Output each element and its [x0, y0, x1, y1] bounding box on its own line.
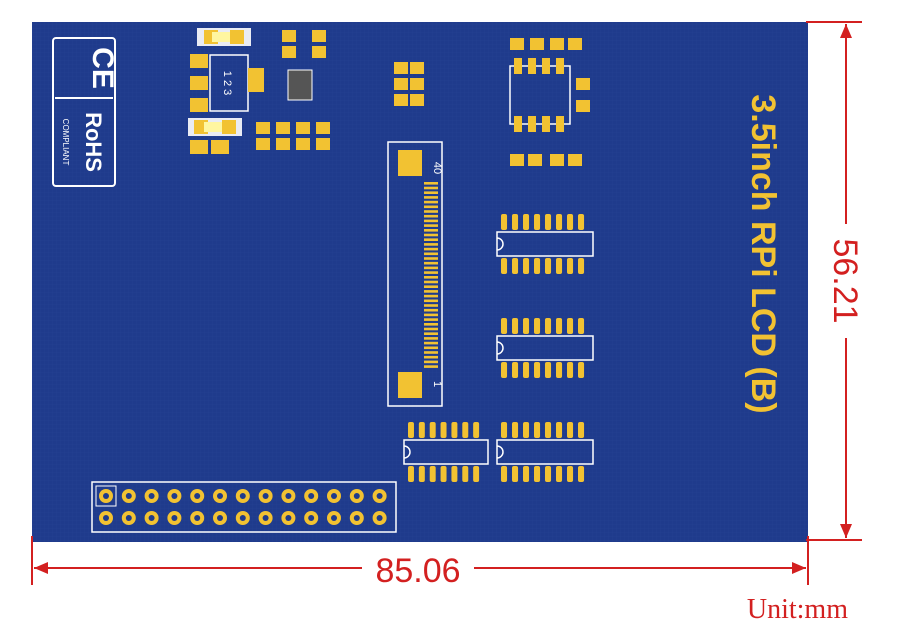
rohs-mark: RoHS [81, 112, 106, 172]
rohs-compliant-label: COMPLIANT [61, 119, 70, 166]
fpc-connector: 40 1 [387, 141, 443, 407]
width-dimension: 85.06 [31, 536, 809, 590]
pcb-board [32, 22, 808, 542]
board-title: 3.5inch RPi LCD (B) [744, 94, 782, 413]
ce-mark: CE [86, 47, 119, 89]
fpc-pin-40-label: 40 [431, 162, 443, 174]
ce-rohs-logo: CE RoHS COMPLIANT [52, 37, 119, 187]
soic-ic-group [403, 214, 594, 482]
width-dimension-label: 85.06 [375, 552, 460, 590]
unit-note: Unit:mm [747, 594, 848, 625]
fpc-pin-1-label: 1 [431, 381, 443, 387]
gpio-header [91, 481, 397, 533]
height-dimension-label: 56.21 [826, 238, 864, 323]
led-pin-labels: 1 2 3 [221, 71, 233, 95]
ic-top [509, 58, 571, 132]
height-dimension: 56.21 [806, 21, 864, 541]
smd-resistor-group [256, 30, 590, 166]
led-component-group: 1 2 3 [188, 28, 264, 154]
